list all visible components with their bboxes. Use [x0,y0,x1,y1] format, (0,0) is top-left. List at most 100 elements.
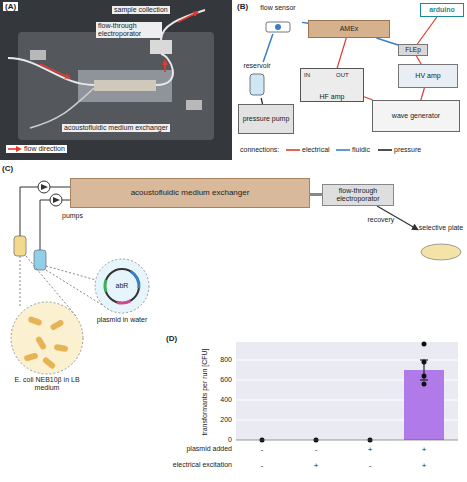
legend-text: fluidic [352,146,370,154]
node-text: arduino [429,6,455,14]
annotation-label: + [419,445,429,454]
node-text: AMEx [340,25,359,33]
node-text: plasmid in water [92,316,152,324]
tubing [8,58,94,85]
data-point [422,342,427,347]
flow-sensor-dial [275,24,281,30]
flow-arrow [178,12,198,22]
bacterium [35,335,47,350]
legend-swatch [336,146,350,154]
annotation-label: + [419,461,429,470]
legend-line [378,149,392,151]
annotation-label: - [257,461,267,470]
legend-swatch [286,146,300,154]
pump-symbol [41,184,48,190]
node-text: abR [92,282,152,290]
annotation-label: flow-through electroporator [96,22,162,38]
node-text: flow-through electroporator [323,187,393,202]
grid-line [236,380,458,381]
annotation-label: OUT [336,72,349,79]
bacterium [49,319,64,331]
annotation-label: 800 [212,356,232,364]
legend-line [8,148,17,150]
legend-item: pressure [378,146,421,154]
photo-background [0,0,232,160]
plasmid-tube [34,250,46,270]
pump-symbol [50,194,62,206]
connector [310,193,322,196]
pump-symbol [53,197,60,203]
legend-line [336,149,350,151]
legend-item: fluidic [336,146,370,154]
plate-node: selective plate [418,224,464,262]
legend-line [286,149,300,151]
flow-arrow [40,64,70,78]
connector [421,88,425,100]
electroporator-photo [150,40,172,54]
device-box: flow-through electroporator [322,184,394,206]
annotation-label: + [311,461,321,470]
node-text: selective plate [419,224,463,232]
annotation-label: 0 [212,436,232,444]
flow-sensor-icon [266,22,290,32]
connector-label: recovery [368,216,395,224]
annotation-label: transformants per run [CFU] [201,337,209,447]
zoom-leader [46,266,96,280]
node-text: acoustofluidic medium exchanger [131,189,250,198]
connector [376,38,398,45]
connector-photo [30,50,46,60]
connector [416,56,421,64]
node-text: reservoir [243,62,270,70]
reservoir-node: reservoir [238,62,276,98]
annotation-label: plasmid added [158,445,232,453]
bacterium [42,356,57,370]
annotation-label: electrical excitation [150,461,232,469]
annotation-label: (B) [237,2,248,11]
connector [263,34,273,62]
controller-box: arduino [420,3,464,17]
connector-photo [186,100,202,110]
node-text: wave generator [392,112,440,120]
annotation-label: - [311,445,321,454]
flow-arrow [164,60,166,72]
agar-plate [421,244,461,260]
acoustofluidic-chip [94,80,156,91]
tubing [156,54,173,85]
device-box: AMEx [308,20,390,38]
tubing [40,200,70,250]
instrument-box: pressure pump [238,104,294,134]
legend-text: pressure [394,146,421,154]
data-point [422,360,427,365]
annotation-label: (A) [3,2,18,11]
device-box: FLEp [398,44,428,56]
annotation-label: - [365,461,375,470]
bacterium [23,352,38,361]
annotation-label: sample collection [112,6,170,14]
error-cap [420,379,428,380]
node-text: HV amp [415,72,440,80]
data-point [422,374,427,379]
device-box: acoustofluidic medium exchanger [70,178,310,208]
node-text: pressure pump [243,115,290,123]
annotation-label: - [257,445,267,454]
bacterium [54,344,69,352]
annotation-label: (C) [2,164,13,173]
instrument-box: wave generator [372,100,460,132]
legend-text: electrical [302,146,330,154]
annotation-label: IN [304,72,310,79]
microscope-stage [18,32,214,140]
chip-holder [78,70,172,102]
legend-arrowhead [16,146,22,152]
bacterium [27,316,42,326]
annotation-label: pumps [62,212,83,220]
connector [417,17,437,44]
pump-symbol [38,181,50,193]
annotation-label: acoustofluidic medium exchanger [62,124,170,132]
legend-item: electrical [286,146,330,154]
plot-area [236,342,458,440]
annotation-label: 600 [212,376,232,384]
node-text: E. coli NEB10β in LB medium [4,376,90,391]
annotation-label: (D) [166,334,177,343]
cell-tube [14,236,26,256]
